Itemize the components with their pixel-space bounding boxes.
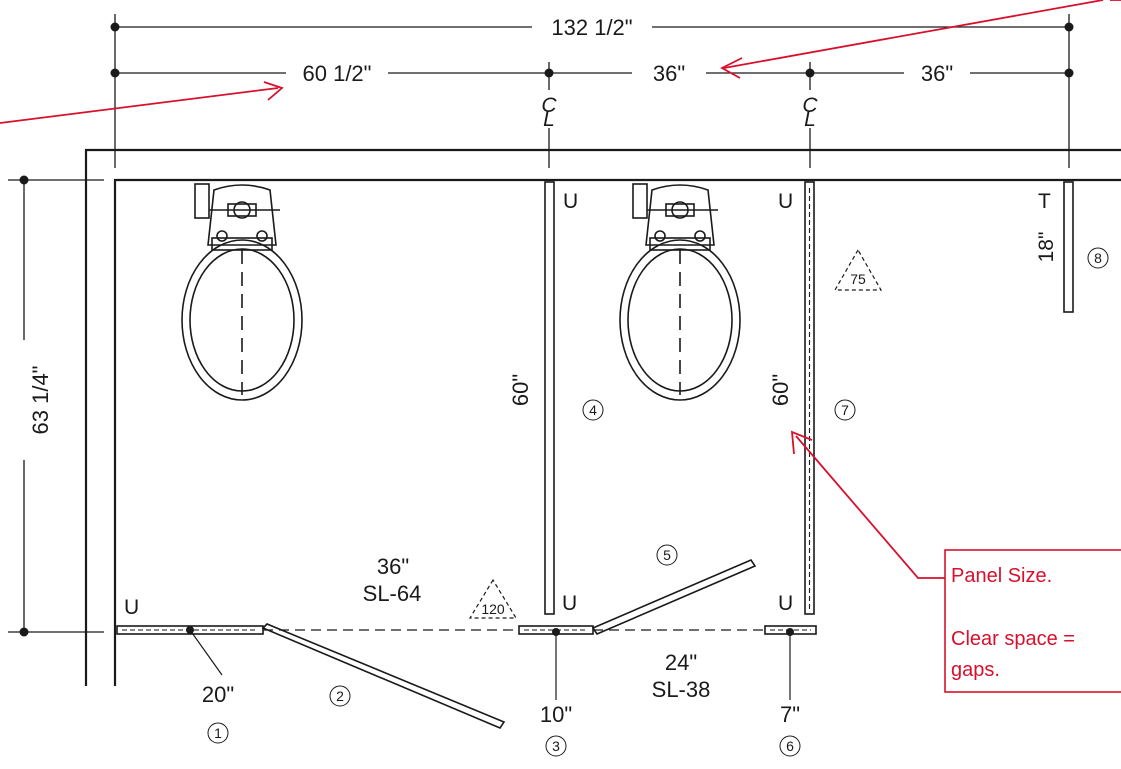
clearance-75-triangle (833, 248, 883, 291)
centerline-symbol-2: C L (802, 94, 818, 131)
toilet-2 (619, 183, 741, 401)
svg-text:L: L (543, 108, 555, 131)
panel-8 (1063, 181, 1074, 313)
note-line-1: Panel Size. (951, 565, 1052, 587)
door-2 (261, 623, 506, 729)
pilaster-3-size: 10" (540, 702, 572, 727)
pilaster-1-size: 20" (202, 682, 234, 707)
clearance-120-triangle (468, 578, 518, 619)
clearance-75-label: 75 (850, 271, 866, 287)
note-line-2: Clear space = (951, 628, 1075, 650)
depth-dimension (8, 179, 104, 633)
red-annotations (0, 0, 1121, 579)
bracket-t-panel8: T (1038, 190, 1051, 213)
note-line-3: gaps. (951, 659, 1000, 681)
depth-label: 63 1/4" (28, 366, 53, 435)
centerline-symbol-1: C L (541, 94, 557, 131)
walls (84, 148, 1121, 686)
door-2-model: SL-64 (363, 581, 422, 606)
third-space-width-label: 36" (921, 61, 953, 86)
marker-1: 1 (214, 725, 222, 741)
marker-8: 8 (1094, 250, 1102, 266)
svg-text:C: C (802, 94, 818, 117)
marker-4: 4 (589, 402, 597, 418)
door-5 (591, 559, 757, 635)
first-stall-width-label: 60 1/2" (303, 61, 372, 86)
marker-7: 7 (841, 402, 849, 418)
bracket-u-panel4-top: U (563, 190, 578, 213)
marker-circles (207, 247, 1109, 757)
bracket-u-panel7-top: U (778, 190, 793, 213)
dimension-dots (19, 22, 1074, 637)
clearance-120-label: 120 (481, 601, 505, 617)
bracket-u-panel4-bottom: U (562, 592, 577, 615)
note-box (944, 549, 1121, 693)
svg-text:L: L (804, 108, 816, 131)
marker-5: 5 (663, 547, 671, 563)
bracket-u-pilaster1: U (124, 596, 139, 619)
marker-2: 2 (336, 688, 344, 704)
panel-8-size: 18" (1035, 232, 1058, 263)
pilaster-6-size: 7" (780, 702, 800, 727)
panel-4 (544, 181, 555, 615)
overall-width-label: 132 1/2" (551, 15, 632, 40)
doors (261, 559, 757, 729)
panel-7-size: 60" (768, 374, 793, 406)
door-5-model: SL-38 (652, 677, 711, 702)
second-stall-width-label: 36" (653, 61, 685, 86)
door-5-width: 24" (665, 650, 697, 675)
toilet-1 (181, 183, 303, 401)
marker-3: 3 (552, 738, 560, 754)
svg-text:C: C (541, 94, 557, 117)
bracket-u-panel7-bottom: U (778, 592, 793, 615)
marker-6: 6 (786, 738, 794, 754)
panel-4-size: 60" (508, 374, 533, 406)
door-2-width: 36" (377, 554, 409, 579)
